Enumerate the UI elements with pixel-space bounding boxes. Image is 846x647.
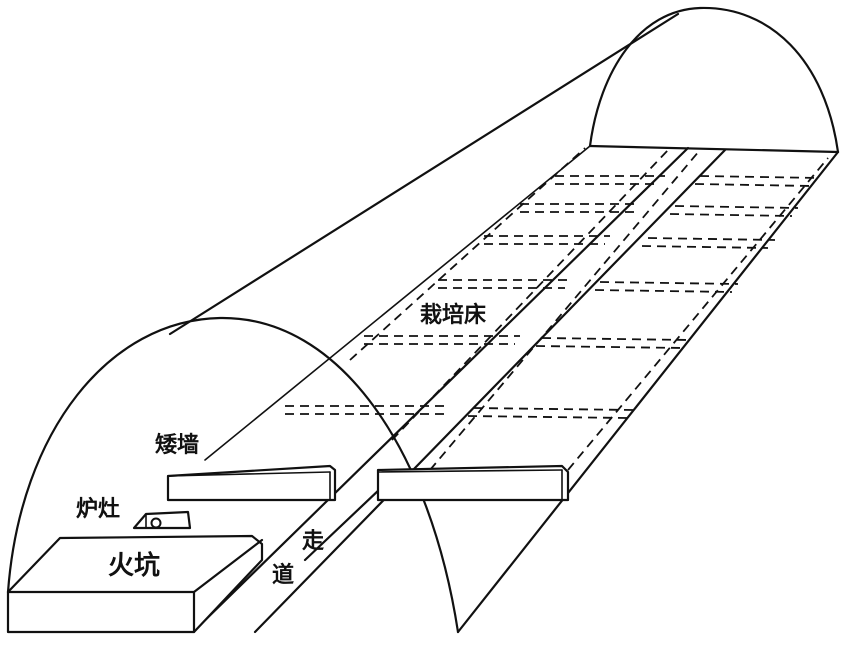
bed-dividers	[285, 175, 821, 501]
label-short-wall: 矮墙	[155, 432, 199, 458]
walkway-left-line	[193, 146, 690, 632]
far-arch-base	[588, 144, 840, 154]
label-cultivation-bed: 栽培床	[420, 302, 487, 328]
stove	[132, 510, 192, 530]
label-walkway-bottom: 道	[272, 562, 294, 588]
label-fire-kang: 火坑	[108, 550, 160, 581]
left-inner-floor-edge	[204, 145, 591, 461]
bed-dash-line-d	[567, 157, 829, 471]
short-wall-left	[166, 464, 337, 502]
label-stove: 炉灶	[76, 497, 120, 522]
bed-dash-line-b	[391, 147, 671, 441]
bed-dash-line-c	[429, 149, 701, 471]
far-arch	[588, 6, 840, 154]
fire-kang	[6, 534, 264, 634]
label-walkway-top: 走	[302, 529, 324, 554]
short-wall-right	[376, 464, 570, 502]
roof-ridge-line	[168, 12, 680, 336]
bed-dash-line-a	[349, 147, 586, 361]
right-ground-edge	[456, 150, 840, 634]
walkway-right-line	[253, 148, 727, 634]
